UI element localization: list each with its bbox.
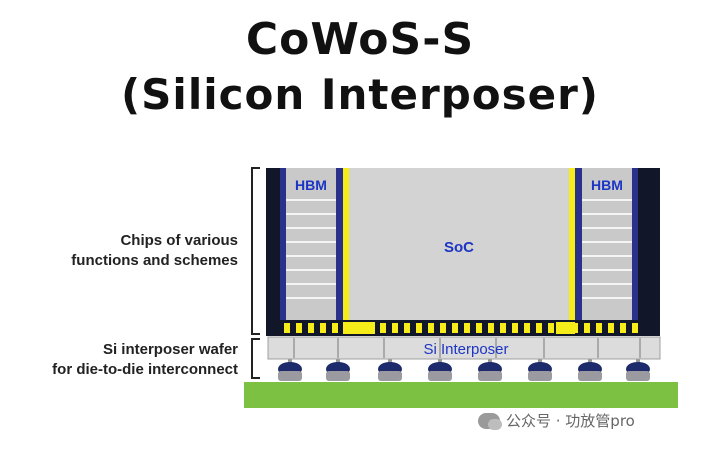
bump-neck <box>636 359 640 363</box>
micro-bump <box>584 323 590 333</box>
bump-neck <box>438 359 442 363</box>
micro-bump <box>308 323 314 333</box>
bump-base <box>478 371 502 381</box>
tsv-lines <box>293 338 641 358</box>
bump-base <box>326 371 350 381</box>
bump-base <box>378 371 402 381</box>
micro-bump <box>512 323 518 333</box>
hbm-stack-left <box>286 168 336 320</box>
chips-label-line-1: Chips of various <box>120 232 238 249</box>
micro-bump <box>392 323 398 333</box>
yellow-pad-right <box>556 322 575 334</box>
hbm-left-label: HBM <box>295 177 327 193</box>
chips-bracket <box>251 167 260 335</box>
bump-neck <box>538 359 542 363</box>
bump-base <box>578 371 602 381</box>
hbm-layer-lines <box>286 199 632 299</box>
c4-bumps <box>278 359 650 381</box>
hbm-left-edge <box>280 168 286 320</box>
yellow-connector-right <box>569 168 575 330</box>
micro-bump <box>596 323 602 333</box>
micro-bump <box>428 323 434 333</box>
bump-neck <box>388 359 392 363</box>
title-line-2: (Silicon Interposer) <box>120 70 600 119</box>
micro-bump <box>548 323 554 333</box>
bump-base <box>278 371 302 381</box>
micro-bump <box>440 323 446 333</box>
hbm-stack-right <box>582 168 632 320</box>
wafer-label-line-2: for die-to-die interconnect <box>52 361 238 378</box>
bump-neck <box>488 359 492 363</box>
chips-label: Chips of various functions and schemes <box>60 231 238 271</box>
soc-die <box>346 168 572 320</box>
bump-neck <box>336 359 340 363</box>
bump-neck <box>288 359 292 363</box>
wechat-icon <box>478 412 502 430</box>
chips-label-line-2: functions and schemes <box>71 252 238 269</box>
hbm-right-inner-edge <box>575 168 582 320</box>
micro-bump <box>332 323 338 333</box>
bump-base <box>428 371 452 381</box>
bump-base <box>626 371 650 381</box>
micro-bump <box>452 323 458 333</box>
wafer-bracket <box>251 338 260 379</box>
micro-bump <box>416 323 422 333</box>
micro-bump <box>632 323 638 333</box>
micro-bump <box>608 323 614 333</box>
micro-bump <box>380 323 386 333</box>
micro-bump <box>524 323 530 333</box>
micro-bump <box>284 323 290 333</box>
micro-bump <box>620 323 626 333</box>
watermark: 公众号 · 功放管pro <box>478 410 635 431</box>
micro-bump <box>488 323 494 333</box>
package-substrate <box>244 382 678 408</box>
soc-label: SoC <box>444 239 474 256</box>
si-interposer-label: Si Interposer <box>423 341 508 358</box>
si-interposer <box>267 336 661 360</box>
micro-bump <box>500 323 506 333</box>
micro-bump <box>296 323 302 333</box>
micro-bump <box>476 323 482 333</box>
yellow-pad-left <box>343 322 375 334</box>
hbm-right-edge <box>632 168 638 320</box>
hbm-left-inner-edge <box>336 168 343 320</box>
micro-bump <box>404 323 410 333</box>
title-line-1: CoWoS-S <box>245 14 475 65</box>
micro-bump <box>320 323 326 333</box>
hbm-right-label: HBM <box>591 177 623 193</box>
yellow-connector-left <box>343 168 349 330</box>
watermark-text: 公众号 · 功放管pro <box>506 412 635 430</box>
micro-bump <box>464 323 470 333</box>
wafer-label-line-1: Si interposer wafer <box>102 341 238 358</box>
bump-neck <box>588 359 592 363</box>
bump-base <box>528 371 552 381</box>
wafer-label: Si interposer wafer for die-to-die inter… <box>8 340 238 380</box>
micro-bump <box>536 323 542 333</box>
